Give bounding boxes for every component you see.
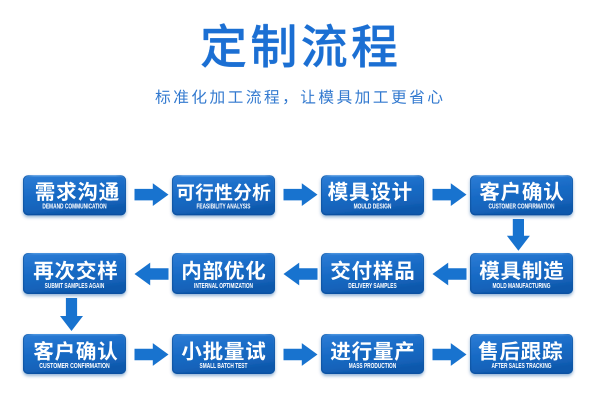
svg-text:CUSTOMER CONFIRMATION: CUSTOMER CONFIRMATION: [489, 201, 555, 210]
svg-text:SUBMIT SAMPLES AGAIN: SUBMIT SAMPLES AGAIN: [45, 281, 105, 290]
svg-text:DEMAND COMMUNICATION: DEMAND COMMUNICATION: [42, 201, 106, 210]
svg-text:CUSTOMER CONFIRMATION: CUSTOMER CONFIRMATION: [39, 361, 109, 370]
svg-text:SMALL BATCH TEST: SMALL BATCH TEST: [200, 361, 248, 370]
svg-text:AFTER SALES TRACKING: AFTER SALES TRACKING: [491, 361, 551, 370]
svg-text:MASS PRODUCTION: MASS PRODUCTION: [349, 361, 397, 370]
svg-text:INTERNAL OPTIMIZATION: INTERNAL OPTIMIZATION: [194, 281, 253, 290]
svg-text:FEASIBILITY ANALYSIS: FEASIBILITY ANALYSIS: [197, 201, 251, 210]
svg-text:DELIVERY SAMPLES: DELIVERY SAMPLES: [348, 281, 396, 290]
svg-text:MOLD MANUFACTURING: MOLD MANUFACTURING: [493, 281, 551, 290]
svg-text:MOULD DESIGN: MOULD DESIGN: [354, 201, 392, 210]
